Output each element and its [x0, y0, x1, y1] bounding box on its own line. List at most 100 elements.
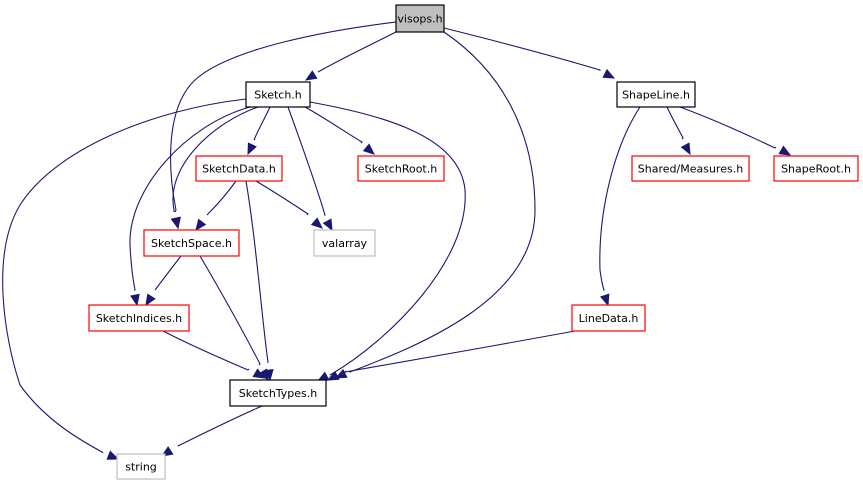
- node-box: [229, 379, 327, 407]
- node-shaperoot[interactable]: ShapeRoot.h: [773, 155, 859, 182]
- node-label: LineData.h: [579, 312, 639, 325]
- edge-line: [309, 101, 466, 376]
- arrowhead: [310, 217, 323, 229]
- node-shapeline[interactable]: ShapeLine.h: [616, 81, 696, 108]
- node-label: SketchIndices.h: [96, 312, 182, 325]
- edge-line: [170, 21, 397, 213]
- arrowhead: [304, 70, 318, 81]
- node-label: Sketch.h: [254, 89, 302, 102]
- edge-shapeline-to-sharedmeasures: [666, 106, 691, 156]
- edges-layer: [2, 21, 792, 460]
- arrowhead: [247, 142, 257, 156]
- node-label: SketchTypes.h: [239, 387, 318, 400]
- node-label: Shared/Measures.h: [638, 163, 743, 176]
- edge-line: [206, 180, 237, 216]
- node-visops[interactable]: visops.h: [395, 4, 445, 33]
- edge-sketch-to-sketchindices: [129, 106, 251, 307]
- node-box: [357, 155, 445, 182]
- node-sketchtypes[interactable]: SketchTypes.h: [229, 379, 327, 407]
- node-label: SketchSpace.h: [151, 237, 232, 250]
- edge-visops-to-sketch: [304, 31, 397, 81]
- node-box: [773, 155, 859, 182]
- arrowhead: [334, 368, 348, 379]
- node-box: [571, 304, 646, 332]
- edge-visops-to-sketchtypes: [334, 31, 536, 379]
- node-box: [313, 229, 376, 257]
- arrowhead: [778, 145, 792, 156]
- edge-sketch-to-valarray: [287, 106, 333, 232]
- node-sketch[interactable]: Sketch.h: [245, 81, 311, 108]
- edge-line: [599, 106, 641, 291]
- node-box: [116, 453, 166, 480]
- edge-sketch-to-sketchspace: [170, 106, 259, 230]
- node-valarray[interactable]: valarray: [313, 229, 376, 257]
- node-linedata[interactable]: LineData.h: [571, 304, 646, 332]
- arrowhead: [599, 293, 610, 307]
- node-label: string: [125, 461, 157, 474]
- edge-visops-to-sketchspace: [170, 21, 397, 230]
- node-box: [631, 155, 750, 182]
- arrowhead: [680, 142, 691, 156]
- edge-line: [245, 180, 269, 363]
- edge-line: [443, 27, 601, 71]
- arrowhead: [252, 368, 266, 379]
- node-sketchspace[interactable]: SketchSpace.h: [143, 229, 240, 257]
- node-sketchdata[interactable]: SketchData.h: [195, 155, 283, 182]
- edge-line: [177, 405, 263, 447]
- edge-line: [162, 330, 250, 371]
- edge-sketchspace-to-sketchindices: [145, 255, 182, 307]
- edge-sketchdata-to-sketchtypes: [245, 180, 274, 382]
- node-sketchroot[interactable]: SketchRoot.h: [357, 155, 445, 182]
- node-label: SketchRoot.h: [365, 163, 437, 176]
- node-sketchindices[interactable]: SketchIndices.h: [88, 304, 190, 332]
- edge-line: [666, 106, 684, 140]
- node-box: [616, 81, 696, 108]
- edge-line: [255, 180, 309, 216]
- edge-line: [199, 255, 261, 366]
- edge-line: [287, 106, 326, 216]
- arrowhead: [130, 293, 140, 307]
- arrowhead: [326, 370, 340, 381]
- edge-line: [154, 255, 182, 291]
- edge-visops-to-shapeline: [443, 27, 616, 79]
- edge-line: [253, 106, 271, 141]
- arrowhead: [106, 450, 120, 460]
- edge-sketchindices-to-sketchtypes: [162, 330, 266, 379]
- edge-line: [129, 106, 251, 291]
- edge-sketch-to-string: [2, 98, 247, 460]
- edge-line: [317, 31, 397, 73]
- edge-line: [679, 106, 777, 149]
- arrowhead: [195, 218, 207, 232]
- edge-sketch-to-sketchroot: [304, 106, 375, 155]
- edge-sketchdata-to-valarray: [255, 180, 323, 229]
- node-label: valarray: [322, 237, 368, 250]
- edge-shapeline-to-shaperoot: [679, 106, 792, 156]
- edge-line: [304, 106, 363, 144]
- arrowhead: [602, 68, 616, 79]
- edge-line: [343, 330, 576, 373]
- node-box: [195, 155, 283, 182]
- edge-sketchdata-to-sketchspace: [195, 180, 237, 232]
- node-box: [88, 304, 190, 332]
- node-string[interactable]: string: [116, 453, 166, 480]
- edge-line: [349, 31, 536, 373]
- node-sharedmeasures[interactable]: Shared/Measures.h: [631, 155, 750, 182]
- edge-line: [2, 98, 247, 454]
- node-label: ShapeLine.h: [622, 89, 690, 102]
- edge-linedata-to-sketchtypes: [326, 330, 576, 381]
- node-box: [395, 4, 445, 33]
- edge-sketch-to-sketchdata: [247, 106, 271, 156]
- node-label: ShapeRoot.h: [781, 163, 851, 176]
- edge-line: [172, 106, 259, 212]
- node-box: [143, 229, 240, 257]
- arrowhead: [362, 143, 375, 155]
- edge-shapeline-to-linedata: [599, 106, 641, 307]
- node-label: visops.h: [397, 13, 442, 26]
- node-box: [245, 81, 311, 108]
- arrowhead: [322, 218, 333, 232]
- node-label: SketchData.h: [202, 163, 276, 176]
- edge-sketchtypes-to-string: [160, 405, 263, 457]
- arrowhead: [145, 293, 156, 307]
